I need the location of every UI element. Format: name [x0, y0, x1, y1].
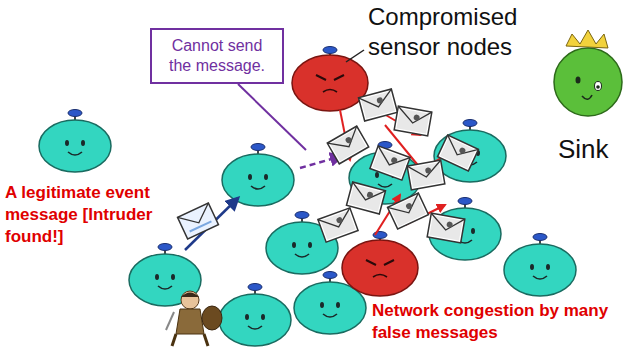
event-label: A legitimate event message [Intruder fou… — [5, 182, 160, 248]
callout-label: Compromised sensor nodes — [368, 2, 548, 62]
callout-box: Cannot send the message. — [150, 28, 284, 84]
sink-node — [554, 30, 622, 116]
congestion-label: Network congestion by many false message… — [372, 300, 622, 344]
sink-label: Sink — [558, 134, 628, 164]
callout-text: Cannot send the message. — [162, 36, 272, 76]
intruder-figure — [166, 291, 222, 346]
